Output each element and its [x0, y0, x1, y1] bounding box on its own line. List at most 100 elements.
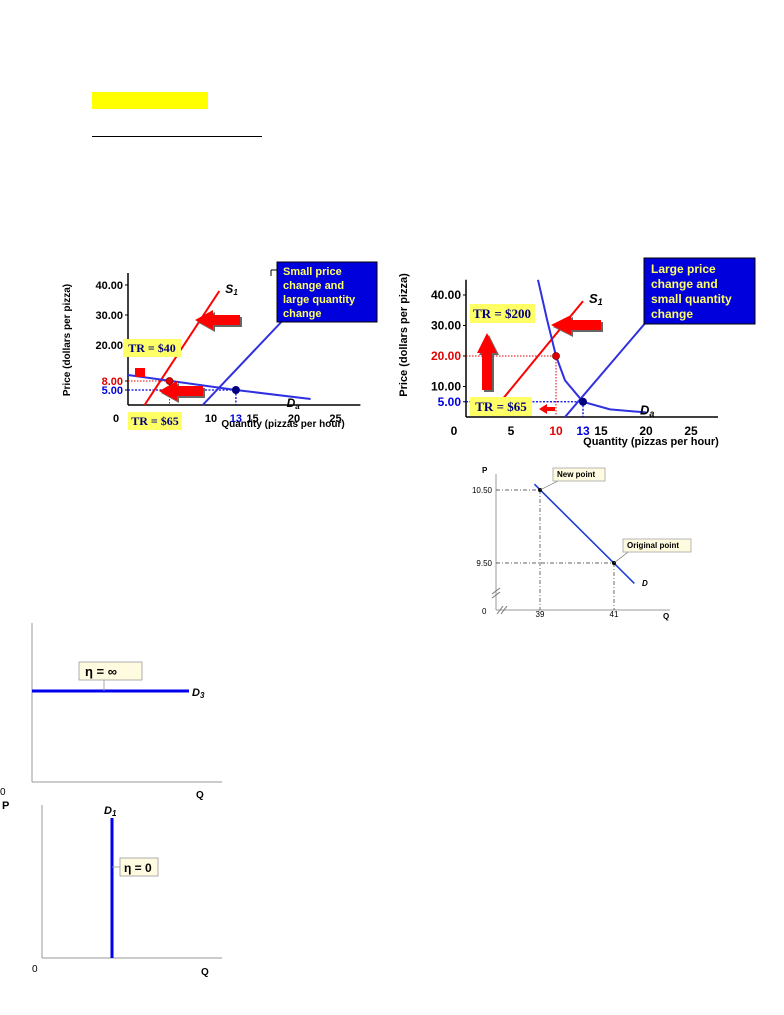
x-tick-label: 25 [684, 424, 698, 438]
arrow-small-box [135, 368, 145, 377]
point-b [579, 397, 587, 406]
callout-line-2: change and [651, 277, 718, 291]
callout-line-1: Large price [651, 262, 716, 276]
arrow-up [477, 333, 497, 390]
y-axis-label: P [482, 466, 488, 475]
y-tick-label: 40.00 [95, 280, 123, 292]
elasticity-label-bg [78, 661, 143, 681]
underline-rule [92, 136, 262, 137]
y-tick-label: 40.00 [431, 288, 461, 302]
callout-box [276, 261, 378, 323]
series-label: D [642, 579, 648, 588]
callout-line-3: large quantity [283, 294, 356, 306]
chart-perfectly-elastic: D3 η = ∞ 0 Q [0, 623, 222, 801]
y-tick-label: 10.50 [472, 486, 493, 495]
tr-label-bottom: TR = $65 [131, 414, 179, 428]
label-pointer [613, 551, 629, 564]
y-tick-label: 10.00 [431, 380, 461, 394]
series-label: Da [287, 396, 301, 411]
series-label: D1 [104, 805, 117, 818]
series-label: S1 [225, 282, 238, 297]
callout-line-1: Small price [283, 266, 342, 278]
series-line-D [537, 279, 647, 414]
y-tick-label: 20.00 [431, 349, 461, 363]
y-tick-label: 30.00 [95, 310, 123, 322]
y-tick-label: 9.50 [476, 559, 492, 568]
origin-label: 0 [482, 607, 487, 616]
axes [463, 279, 718, 418]
x-tick-label: 15 [594, 424, 608, 438]
elasticity-label: η = 0 [124, 861, 152, 875]
data-points [552, 352, 587, 406]
point-a [552, 352, 560, 360]
tr-label-top-bg [123, 339, 181, 357]
origin-label: 0 [32, 964, 38, 975]
label-pointer [539, 480, 559, 491]
arrow-left-top [195, 310, 240, 330]
tr-label-bottom-bg [128, 412, 182, 430]
y-tick-label: 20.00 [95, 340, 123, 352]
point-b [231, 386, 240, 394]
elasticity-label: η = ∞ [85, 664, 117, 679]
callout-line-4: change [283, 308, 322, 320]
tr-label-bottom-bg [470, 397, 532, 416]
x-tick-label: 25 [329, 413, 341, 425]
series-label: S1 [589, 291, 603, 307]
origin-label: 0 [0, 787, 6, 798]
series-line-S [143, 290, 221, 406]
arrow-left-small [539, 404, 555, 414]
tr-label-top: TR = $40 [128, 341, 176, 355]
axis-break [491, 591, 501, 599]
x-tick-label: 10 [205, 413, 217, 425]
axis-break [496, 605, 504, 615]
x-tick-label: 0 [113, 413, 119, 425]
x-axis-label: Q [196, 790, 204, 801]
arrow-left-bottom [159, 381, 203, 401]
tr-label-bottom: TR = $65 [475, 399, 527, 414]
x-tick-label: 13 [576, 424, 590, 438]
new-point-label: New point [557, 470, 596, 479]
chart-point-elasticity: P 0 10.50 9.50 39 41 D New point Original po… [472, 466, 692, 621]
point-a [165, 377, 174, 385]
callout-line-2: change and [283, 280, 344, 292]
x-tick-label: 20 [288, 413, 300, 425]
x-axis-label: Q [663, 612, 669, 621]
elasticity-label-bg [119, 857, 159, 877]
axis-break [500, 605, 508, 615]
new-point-label-bg [552, 467, 606, 482]
tr-label-top: TR = $200 [473, 306, 531, 321]
x-tick-label: 10 [549, 424, 563, 438]
x-tick-label: 39 [536, 610, 545, 619]
x-axis-label: Quantity (pizzas per hour) [583, 436, 719, 448]
axis-break [491, 587, 501, 595]
plot-body: 10.50 9.50 39 41 D [472, 480, 648, 619]
x-tick-label: 15 [246, 413, 258, 425]
y-tick-label: 8.00 [102, 376, 123, 388]
original-point-label-bg [622, 538, 692, 553]
tr-label-top-bg [470, 304, 535, 323]
x-tick-label: 0 [451, 424, 458, 438]
x-axis-label: Q [201, 967, 209, 978]
data-points [165, 377, 240, 394]
x-tick-label: 41 [610, 610, 619, 619]
series-label: D3 [192, 687, 205, 700]
x-tick-label: 5 [508, 424, 515, 438]
x-axis-label: Quantity (pizzas per hour) [221, 419, 344, 430]
highlight-bar [92, 92, 208, 109]
chart-perfectly-inelastic: P D1 η = 0 0 Q [2, 800, 222, 978]
series-label: Da [640, 402, 654, 418]
x-tick-label: 13 [230, 413, 242, 425]
y-axis-label: Price (dollars per pizza) [398, 273, 410, 397]
callout-line-4: change [651, 307, 693, 321]
original-point-label: Original point [627, 541, 679, 550]
demand-line [533, 483, 635, 585]
x-tick-label: 20 [639, 424, 653, 438]
y-tick-label: 30.00 [431, 319, 461, 333]
arrow-left [551, 315, 601, 335]
callout-line-3: small quantity [651, 292, 732, 306]
y-axis-label: Price (dollars per pizza) [62, 284, 73, 396]
